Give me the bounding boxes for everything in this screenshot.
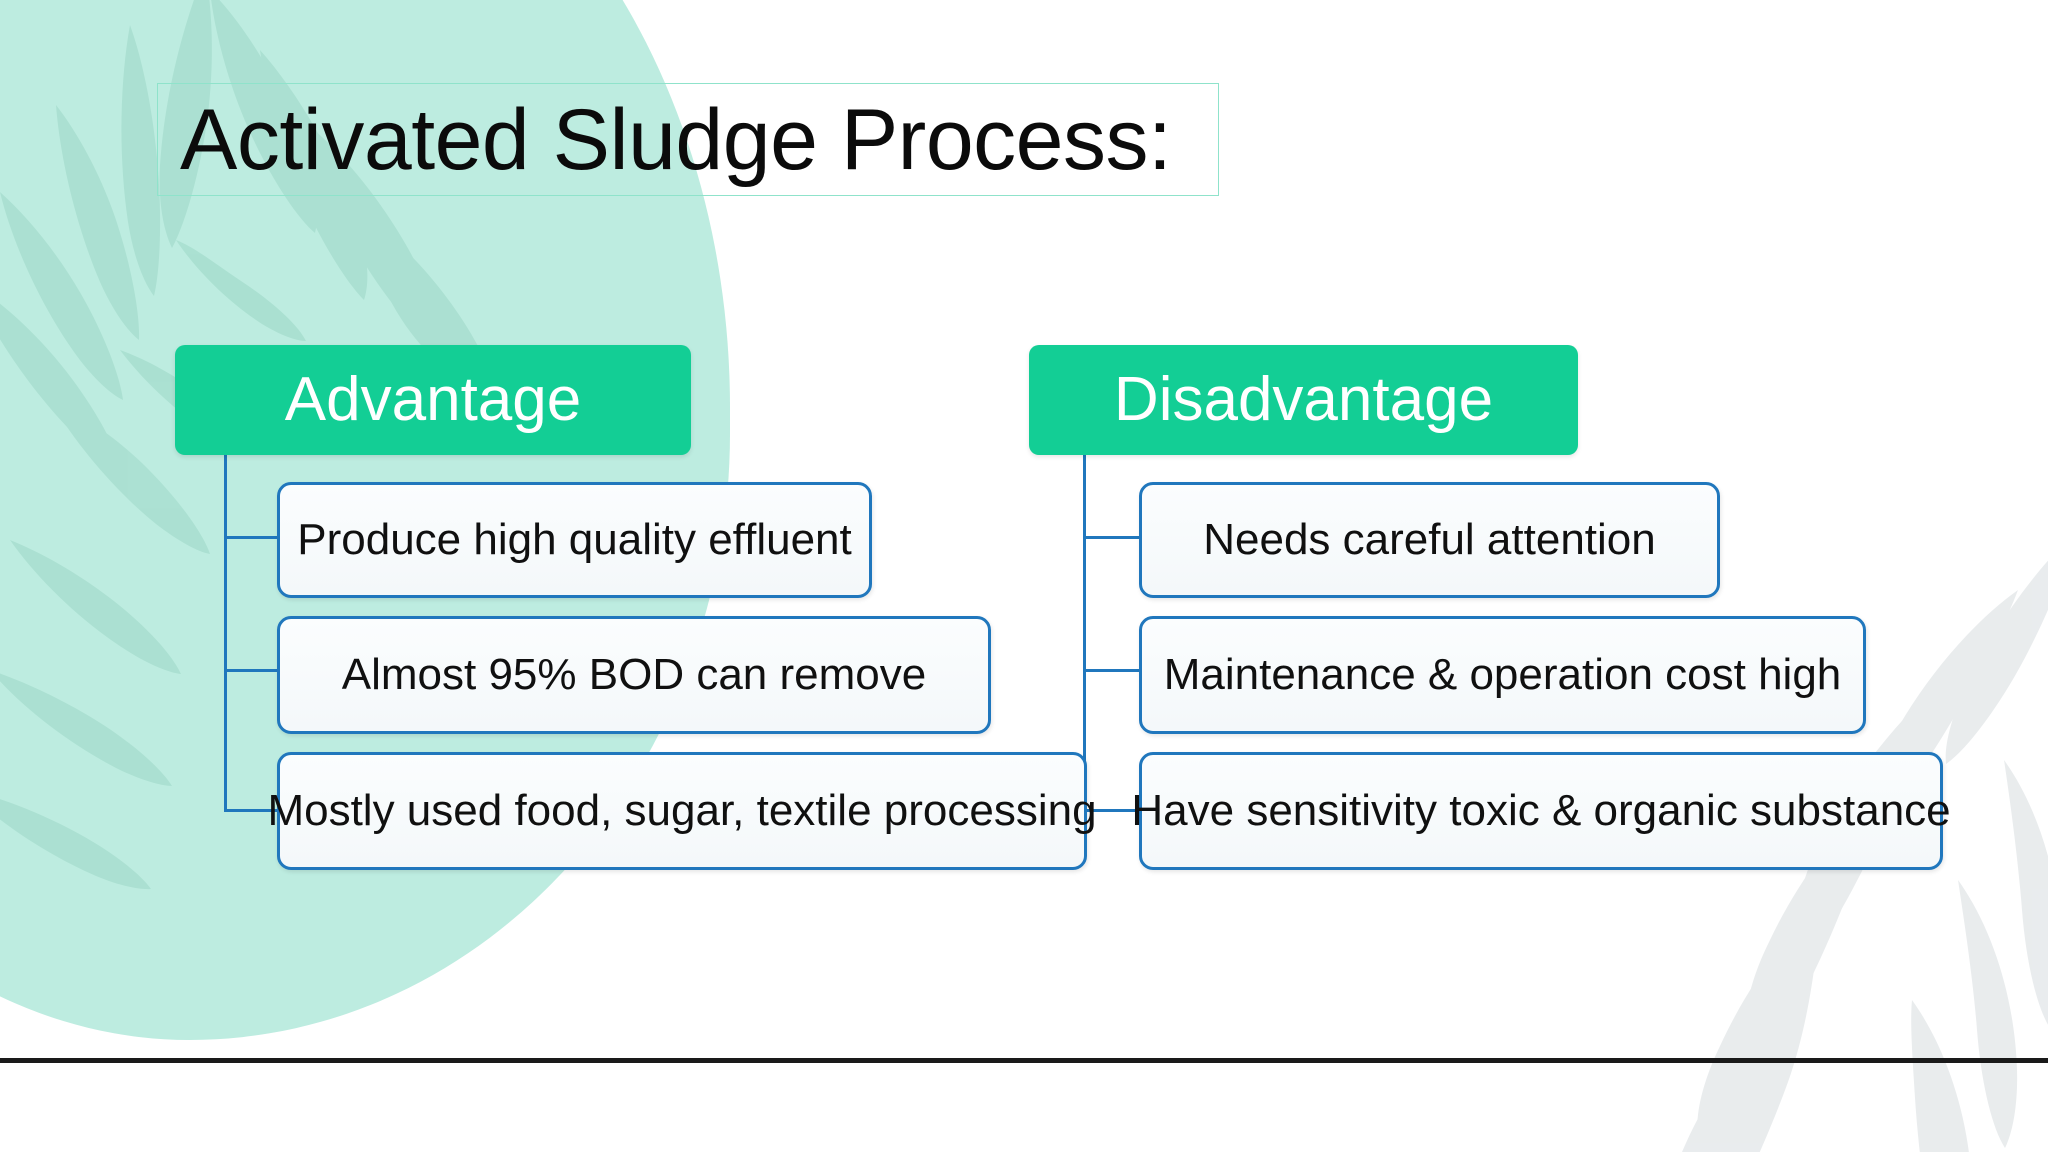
bottom-divider [0,1058,2048,1063]
connector-stub-right-3 [1083,809,1141,812]
card-advantage-1-label: Produce high quality effluent [297,514,852,564]
column-header-advantage-label: Advantage [284,365,582,434]
card-advantage-3-label: Mostly used food, sugar, textile process… [267,785,1097,835]
page-title: Activated Sludge Process: [180,91,1172,188]
card-disadvantage-2[interactable]: Maintenance & operation cost high [1139,616,1866,734]
card-disadvantage-3[interactable]: Have sensitivity toxic & organic substan… [1131,752,1951,870]
card-advantage-3[interactable]: Mostly used food, sugar, textile process… [267,752,1097,870]
connector-trunk-left [224,455,227,812]
connector-stub-left-2 [224,669,279,672]
connector-stub-left-1 [224,536,279,539]
card-disadvantage-3-label: Have sensitivity toxic & organic substan… [1131,785,1951,835]
card-advantage-2[interactable]: Almost 95% BOD can remove [277,616,991,734]
column-header-disadvantage-label: Disadvantage [1113,365,1494,434]
column-header-advantage[interactable]: Advantage [175,345,691,455]
card-disadvantage-2-label: Maintenance & operation cost high [1163,649,1842,699]
card-advantage-1[interactable]: Produce high quality effluent [277,482,872,598]
connector-stub-right-2 [1083,669,1141,672]
page-title-box: Activated Sludge Process: [157,83,1219,196]
connector-trunk-right [1083,455,1086,812]
card-disadvantage-1-label: Needs careful attention [1203,514,1656,564]
column-header-disadvantage[interactable]: Disadvantage [1029,345,1578,455]
connector-stub-right-1 [1083,536,1141,539]
card-advantage-2-label: Almost 95% BOD can remove [341,649,927,699]
card-disadvantage-1[interactable]: Needs careful attention [1139,482,1720,598]
connector-stub-left-3 [224,809,279,812]
